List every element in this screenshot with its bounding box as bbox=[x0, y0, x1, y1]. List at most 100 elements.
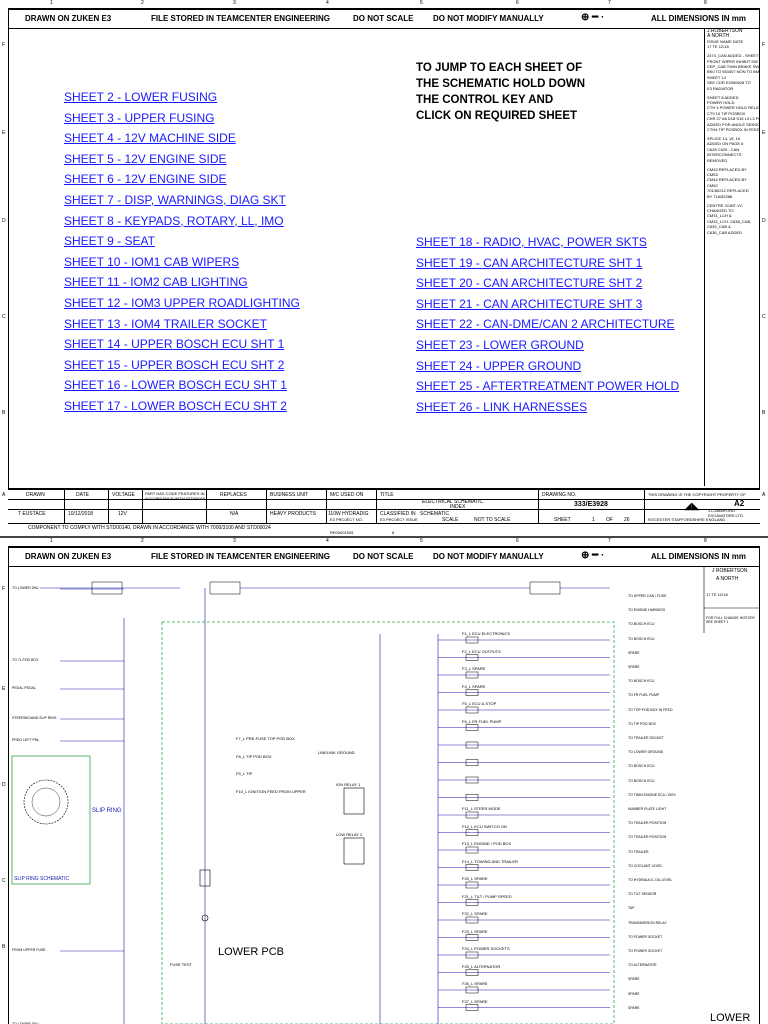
drawing-number-label: DRAWING NO. bbox=[542, 492, 577, 498]
destination-label: TO TOP POD BOX IN FEED bbox=[628, 707, 673, 712]
sheet-link[interactable]: SHEET 24 - UPPER GROUND bbox=[416, 358, 582, 373]
sheet-link[interactable]: SHEET 16 - LOWER BOSCH ECU SHT 1 bbox=[64, 378, 287, 393]
fuse-label: F8_L TIP POD BOX bbox=[236, 753, 272, 759]
sheet-link[interactable]: SHEET 4 - 12V MACHINE SIDE bbox=[64, 131, 236, 146]
projection-symbol-icon: ⊕ ━ · bbox=[581, 550, 605, 561]
row-letter-c-right: C bbox=[762, 314, 766, 320]
fuse-label: F6_L FR FUEL PUMP bbox=[462, 718, 502, 724]
fuse-label: F7_L PRE-FUSE TOP POD BOX bbox=[236, 736, 295, 741]
fuse-symbol bbox=[465, 741, 479, 749]
source-label: FROM UPPER FUSE bbox=[12, 948, 46, 952]
ruler-2: 2 bbox=[141, 538, 144, 544]
revision-line: J.ROBERTSON bbox=[707, 28, 743, 34]
sheet-link[interactable]: SHEET 19 - CAN ARCHITECTURE SHT 1 bbox=[416, 255, 643, 270]
destination-label: TO TRAILER POSITION bbox=[628, 821, 667, 826]
sheet-link[interactable]: SHEET 18 - RADIO, HVAC, POWER SKTS bbox=[416, 235, 647, 249]
do-not-scale-label: DO NOT SCALE bbox=[353, 14, 414, 23]
sheet-link[interactable]: SHEET 22 - CAN-DME/CAN 2 ARCHITECTURE bbox=[416, 317, 675, 332]
sheet-link[interactable]: SHEET 7 - DISP, WARNINGS, DIAG SKT bbox=[64, 193, 286, 207]
row-letter-d: D bbox=[2, 782, 6, 788]
drawn-on-label: DRAWN ON ZUKEN E3 bbox=[25, 552, 112, 561]
fuse-label: F5_L ECU & STOP bbox=[462, 701, 497, 706]
revision-line: C636_CAB ADDED bbox=[707, 229, 742, 235]
fuse-label: F26_L SPARE bbox=[462, 981, 488, 986]
fuse-test-label: FUSE TEST bbox=[170, 962, 192, 967]
sheet-link[interactable]: SHEET 23 - LOWER GROUND bbox=[416, 338, 584, 352]
ruler-6: 6 bbox=[516, 0, 519, 6]
ruler-8: 8 bbox=[704, 538, 707, 544]
sheet-link[interactable]: SHEET 20 - CAN ARCHITECTURE SHT 2 bbox=[416, 276, 643, 291]
fuse-label: F9_L TIP bbox=[236, 771, 253, 776]
features-note: PART HAS CODE FEATURES IN ACCORDANCE WIT… bbox=[145, 491, 206, 501]
revision-line: E3 RADIATOR bbox=[707, 85, 734, 91]
fuse-symbol bbox=[465, 724, 479, 731]
fuse-label: F22_L SPARE bbox=[462, 911, 488, 916]
drawing-number: 333/E3928 bbox=[574, 501, 608, 508]
date-value: 10/12/2018 bbox=[68, 511, 94, 517]
sheet-link[interactable]: SHEET 15 - UPPER BOSCH ECU SHT 2 bbox=[64, 357, 285, 372]
sheet-link[interactable]: SHEET 17 - LOWER BOSCH ECU SHT 2 bbox=[64, 399, 287, 413]
sheet-link[interactable]: SHEET 9 - SEAT bbox=[64, 234, 155, 249]
sheet-link[interactable]: SHEET 8 - KEYPADS, ROTARY, LL, IMO bbox=[64, 213, 284, 228]
fuse-label: F13_L ENGINE / POD BOX bbox=[462, 841, 512, 846]
sheet-link[interactable]: SHEET 2 - LOWER FUSING bbox=[64, 90, 218, 104]
fuse-label: F25_L ALTERNATOR bbox=[462, 963, 501, 969]
fuse-symbol bbox=[465, 951, 479, 959]
destination-label: TO TIP POD BOX bbox=[628, 721, 657, 726]
destination-label: TO ALTERNATOR bbox=[628, 963, 657, 968]
revision-line: ADDED FOR ANGLE SENSOR bbox=[707, 121, 760, 127]
sheet-link[interactable]: SHEET 11 - IOM2 CAB LIGHTING bbox=[64, 275, 248, 290]
revision-line: CEP_CAB TWIN BRAKE SW bbox=[707, 64, 760, 69]
sheet-link[interactable]: SHEET 13 - IOM4 TRAILER SOCKET bbox=[64, 316, 267, 331]
sheet-link[interactable]: SHEET 6 - 12V ENGINE SIDE bbox=[64, 172, 227, 187]
machine-label: M/C USED ON bbox=[330, 492, 364, 498]
ruler-6: 6 bbox=[516, 538, 519, 544]
source-label: PEDAL PEDAL bbox=[12, 686, 36, 690]
slip-ring-label: SLIP RING bbox=[92, 808, 122, 814]
sheet-link[interactable]: SHEET 21 - CAN ARCHITECTURE SHT 3 bbox=[416, 296, 643, 311]
sheet-link[interactable]: SHEET 3 - UPPER FUSING bbox=[64, 110, 215, 125]
lower-fusing-sheet: 1 2 3 4 5 6 7 8 DRAWN ON ZUKEN E3 FILE S… bbox=[0, 538, 768, 1024]
row-letter-f: F bbox=[2, 42, 6, 48]
fuse-symbol bbox=[465, 864, 479, 871]
instruction-line: TO JUMP TO EACH SHEET OF bbox=[416, 62, 583, 74]
ruler-8: 8 bbox=[704, 0, 707, 6]
classified-label: CLASSIFIED IN bbox=[380, 511, 416, 517]
ruler-2: 2 bbox=[141, 0, 144, 6]
sheet-link[interactable]: SHEET 12 - IOM3 UPPER ROADLIGHTING bbox=[64, 296, 300, 310]
sheet-link[interactable]: SHEET 14 - UPPER BOSCH ECU SHT 1 bbox=[64, 337, 285, 352]
dimensions-label: ALL DIMENSIONS IN mm bbox=[651, 14, 746, 23]
destination-label: TO POWER SOCKET bbox=[628, 934, 663, 939]
do-not-modify-label: DO NOT MODIFY MANUALLY bbox=[433, 552, 544, 561]
machine-value: 110W HYDRADIG bbox=[328, 511, 369, 517]
destination-label: TO ENGINE HARNESS bbox=[628, 608, 666, 613]
fuse-label: F2_L ECU OUTPUTS bbox=[462, 648, 501, 654]
slip-ring-box bbox=[11, 755, 91, 885]
revision-line: CHANGED TO bbox=[707, 208, 734, 213]
revision-line: CTH4 TIP POSBOX IN FEED bbox=[707, 127, 760, 132]
slip-ring-symbol bbox=[23, 779, 69, 825]
fuse-label: F21_L TILT / PUMP SPEED bbox=[462, 893, 512, 899]
source-label: TO 7L POD BOX bbox=[12, 658, 39, 662]
revision-line: INTERCONNECTS bbox=[707, 152, 742, 158]
drawing-frame-sheet2 bbox=[8, 566, 760, 1024]
compliance-note: COMPONENT TO COMPLY WITH STD00140, DRAWN… bbox=[28, 525, 271, 531]
destination-label: TO BOSCH ECU bbox=[628, 764, 655, 769]
jcb-logo-icon: ◢◣ bbox=[684, 501, 700, 512]
linelink-ground-label: LINELINK GROUND bbox=[318, 750, 355, 755]
scale-label: SCALE bbox=[442, 517, 459, 523]
sheet-link[interactable]: SHEET 5 - 12V ENGINE SIDE bbox=[64, 151, 227, 166]
revision-line: C628 C629 - CAN bbox=[707, 146, 740, 152]
business-unit-value: HEAVY PRODUCTS bbox=[270, 511, 316, 517]
ruler-4: 4 bbox=[326, 0, 329, 6]
sheet-link[interactable]: SHEET 26 - LINK HARNESSES bbox=[416, 399, 588, 414]
sheet-link[interactable]: SHEET 10 - IOM1 CAB WIPERS bbox=[64, 254, 240, 269]
sheet-link[interactable]: SHEET 25 - AFTERTREATMENT POWER HOLD bbox=[416, 379, 680, 394]
destination-label: TO FR FUEL PUMP bbox=[628, 693, 660, 698]
destination-label: TO BOSCH ECU bbox=[628, 778, 655, 783]
revision-line: CTH 4 POWER HOLD RELAY bbox=[707, 105, 760, 111]
revision-line: CM44 REPLACED BY bbox=[707, 177, 747, 183]
row-letter-b: B bbox=[2, 944, 6, 950]
fuse-label: F20_L SPARE bbox=[462, 876, 488, 881]
business-unit-label: BUSINESS UNIT bbox=[270, 492, 309, 498]
